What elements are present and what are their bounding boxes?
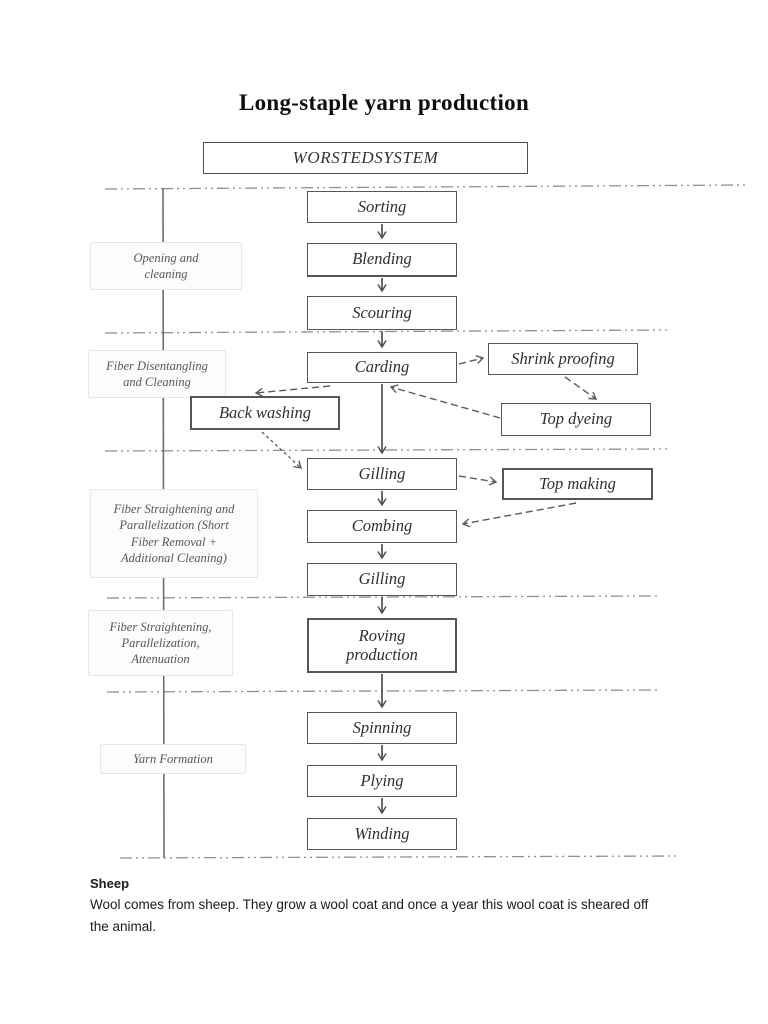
process-box-gilling-1: Gilling: [307, 458, 457, 490]
process-box-plying: Plying: [307, 765, 457, 797]
process-box-roving-production: Roving production: [307, 618, 457, 673]
process-label: Gilling: [358, 463, 406, 483]
process-label: Gilling: [358, 569, 406, 589]
footer-body-text: Wool comes from sheep. They grow a wool …: [90, 897, 649, 934]
process-box-shrink-proofing: Shrink proofing: [488, 343, 638, 375]
process-box-sorting: Sorting: [307, 191, 457, 223]
process-label: Top dyeing: [539, 409, 613, 429]
arrow-shrinkproofing-to-topdyeing: [564, 376, 598, 400]
process-label: Roving production: [346, 625, 418, 664]
process-box-carding: Carding: [307, 352, 457, 383]
process-box-gilling-2: Gilling: [307, 563, 457, 596]
process-box-scouring: Scouring: [307, 296, 457, 330]
stage-label-text: Fiber Straightening and Parallelization …: [113, 502, 235, 565]
process-label: Back washing: [218, 402, 312, 422]
process-label: Carding: [354, 357, 410, 377]
process-box-spinning: Spinning: [307, 712, 457, 744]
process-label: Winding: [354, 823, 410, 843]
process-box-combing: Combing: [307, 510, 457, 543]
divider-3: [104, 448, 668, 452]
side-step-arrows: [254, 355, 598, 528]
stage-label-text: Yarn Formation: [133, 751, 213, 766]
process-box-back-washing: Back washing: [190, 396, 340, 430]
arrow-carding-to-backwashing: [254, 385, 331, 397]
process-label: Top making: [539, 473, 616, 493]
arrow-gilling-to-topmaking: [458, 475, 498, 486]
stage-label-text: Fiber Disentangling and Cleaning: [106, 358, 208, 389]
process-label: Scouring: [352, 302, 412, 322]
page-title: Long-staple yarn production: [238, 90, 530, 115]
arrow-carding-to-shrinkproofing: [458, 355, 485, 365]
divider-2: [104, 329, 668, 334]
stage-label-fiber-straightening-parallelization: Fiber Straightening and Parallelization …: [90, 489, 258, 578]
process-box-top-dyeing: Top dyeing: [501, 403, 651, 436]
worsted-system-label: WORSTEDSYSTEM: [292, 148, 439, 167]
stage-label-yarn-formation: Yarn Formation: [100, 744, 246, 774]
process-label: Plying: [360, 770, 404, 790]
arrow-topdyeing-to-carding: [389, 384, 501, 419]
stage-label-fiber-disentangling: Fiber Disentangling and Cleaning: [88, 350, 226, 398]
divider-4: [106, 595, 660, 599]
stage-label-text: Opening and cleaning: [133, 250, 199, 281]
process-box-blending: Blending: [307, 243, 457, 277]
process-label: Shrink proofing: [511, 348, 615, 368]
divider-1: [104, 184, 746, 190]
stage-label-text: Fiber Straightening, Parallelization, At…: [109, 619, 212, 667]
stage-label-opening-cleaning: Opening and cleaning: [90, 242, 242, 290]
arrow-topmaking-to-combing: [461, 502, 577, 528]
section-divider-lines: [104, 184, 746, 859]
stage-label-straightening-attenuation: Fiber Straightening, Parallelization, At…: [88, 610, 233, 676]
process-label: Sorting: [357, 196, 407, 216]
divider-6: [119, 855, 679, 859]
process-box-top-making: Top making: [502, 468, 653, 500]
arrow-backwashing-to-gilling: [261, 431, 302, 469]
process-label: Blending: [352, 249, 412, 269]
process-box-winding: Winding: [307, 818, 457, 850]
footer-note: Sheep Wool comes from sheep. They grow a…: [90, 876, 650, 937]
worsted-system-box: WORSTEDSYSTEM: [203, 142, 528, 174]
footer-heading: Sheep: [90, 876, 130, 891]
process-label: Combing: [351, 516, 413, 536]
process-label: Spinning: [352, 717, 412, 737]
